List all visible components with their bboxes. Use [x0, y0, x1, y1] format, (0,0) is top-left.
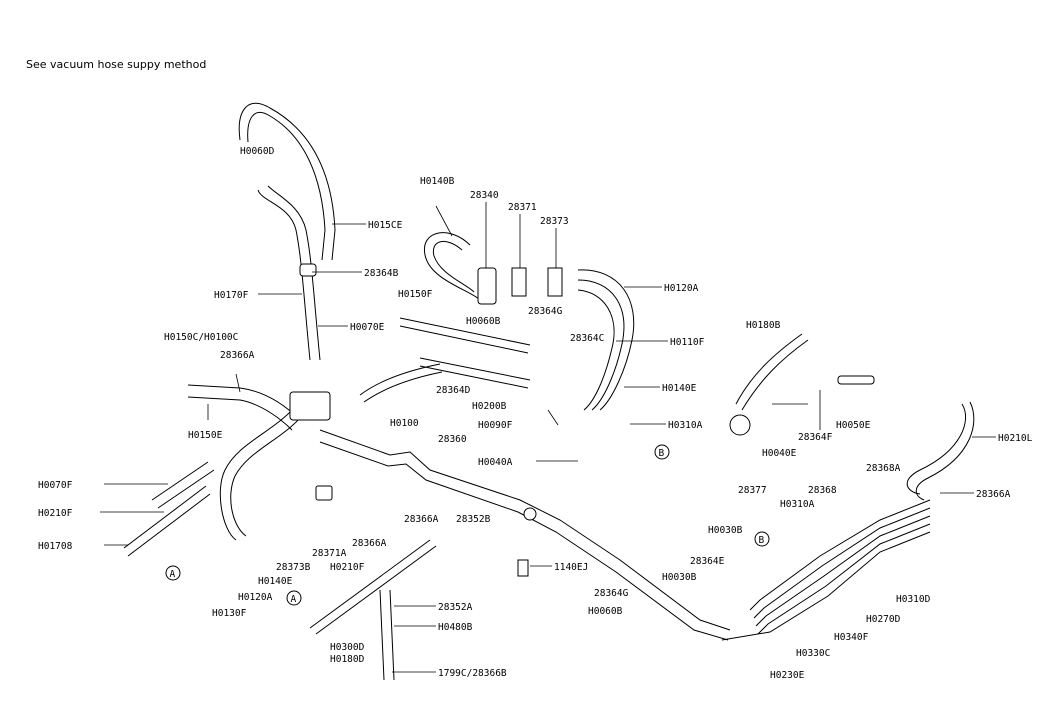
part-28364b: [299, 263, 317, 277]
label-28373b: 28373B: [276, 562, 311, 573]
label-h0060b-top: H0060B: [466, 316, 501, 327]
reference-markers: A A B B: [165, 444, 770, 606]
label-h0300d: H0300D: [330, 642, 365, 653]
manifold-left: [289, 391, 331, 421]
part-28373: [547, 267, 563, 297]
label-h0270d: H0270D: [866, 614, 901, 625]
marker-b2: B: [759, 535, 765, 546]
label-h0040e: H0040E: [762, 448, 797, 459]
marker-a1-circle: [165, 565, 181, 581]
label-28377: 28377: [738, 485, 767, 496]
label-28371: 28371: [508, 202, 537, 213]
label-h0110f: H0110F: [670, 337, 705, 348]
leader-lines: [100, 202, 996, 673]
label-28340: 28340: [470, 190, 499, 201]
label-28371a: 28371A: [312, 548, 347, 559]
label-h0120a: H0120A: [664, 283, 699, 294]
label-28366a-low: 28366A: [352, 538, 387, 549]
label-28368: 28368: [808, 485, 837, 496]
label-28364g-low: 28364G: [594, 588, 629, 599]
label-h01708: H01708: [38, 541, 73, 552]
label-28368a: 28368A: [866, 463, 901, 474]
marker-b2-circle: [754, 531, 770, 547]
label-h0330c: H0330C: [796, 648, 830, 659]
label-1140ej: 1140EJ: [554, 562, 588, 573]
label-h0140e-low: H0140E: [258, 576, 293, 587]
label-h0180b: H0180B: [746, 320, 781, 331]
label-h0140e-mid: H0140E: [662, 383, 697, 394]
diagram-note: See vacuum hose suppy method: [26, 58, 207, 71]
base-tube: [319, 429, 731, 631]
marker-b1: B: [659, 448, 665, 459]
marker-a2: A: [291, 594, 297, 605]
part-28371: [511, 267, 527, 297]
label-28366a-right: 28366A: [976, 489, 1011, 500]
label-h0480b: H0480B: [438, 622, 473, 633]
part-28371a: [315, 485, 333, 501]
label-28366a-left: 28366A: [220, 350, 255, 361]
label-28366a-mid: 28366A: [404, 514, 439, 525]
label-h0060b-low: H0060B: [588, 606, 623, 617]
hose-h0170f: [257, 189, 311, 361]
label-h0040a: H0040A: [478, 457, 513, 468]
label-h0310a: H0310A: [668, 420, 703, 431]
label-h0140b: H0140B: [420, 176, 455, 187]
label-h0150c-h0100c: H0150C/H0100C: [164, 332, 238, 343]
hose-drawings: [123, 102, 975, 681]
label-h0050e: H0050E: [836, 420, 871, 431]
part-1140ej: [517, 559, 529, 577]
label-28373: 28373: [540, 216, 569, 227]
label-h0340f: H0340F: [834, 632, 869, 643]
label-h0070e: H0070E: [350, 322, 385, 333]
label-28352a: 28352A: [438, 602, 473, 613]
label-h0030b-right: H0030B: [708, 525, 743, 536]
label-h0090f: H0090F: [478, 420, 513, 431]
label-h0310a-lower: H0310A: [780, 499, 815, 510]
label-h0030b-mid: H0030B: [662, 572, 697, 583]
label-h0150f: H0150F: [398, 289, 433, 300]
label-h0130f: H0130F: [212, 608, 247, 619]
label-h0210l: H0210L: [998, 433, 1033, 444]
label-h015ce: H015CE: [368, 220, 403, 231]
label-28352b: 28352B: [456, 514, 491, 525]
label-h0310d: H0310D: [896, 594, 931, 605]
label-28364d: 28364D: [436, 385, 471, 396]
label-h0230e: H0230E: [770, 670, 805, 681]
part-labels: H0060D H015CE 28364B H0170F H0070E H0150…: [38, 146, 1033, 681]
marker-b1-circle: [654, 444, 670, 460]
label-28364c: 28364C: [570, 333, 604, 344]
label-28364b: 28364B: [364, 268, 399, 279]
label-h0150e: H0150E: [188, 430, 223, 441]
label-28360: 28360: [438, 434, 467, 445]
label-1799c-28366b: 1799C/28366B: [438, 668, 507, 679]
label-28364e: 28364E: [690, 556, 725, 567]
part-h0050e: [837, 375, 875, 385]
hose-h015ce: [238, 102, 336, 261]
label-h0070f: H0070F: [38, 480, 73, 491]
label-28364f: 28364F: [798, 432, 833, 443]
part-28360-clamp: [523, 507, 537, 521]
label-h0060d: H0060D: [240, 146, 275, 157]
marker-a2-circle: [286, 590, 302, 606]
label-h0100: H0100: [390, 418, 419, 429]
label-h0170f: H0170F: [214, 290, 249, 301]
label-28364g-top: 28364G: [528, 306, 563, 317]
marker-a1: A: [170, 569, 176, 580]
part-28377: [729, 414, 751, 436]
label-h0210f-left: H0210F: [38, 508, 73, 519]
label-h0200b: H0200B: [472, 401, 507, 412]
label-h0180d: H0180D: [330, 654, 365, 665]
label-h0120a-low: H0120A: [238, 592, 273, 603]
part-28340: [477, 267, 497, 305]
label-h0210f-mid: H0210F: [330, 562, 365, 573]
